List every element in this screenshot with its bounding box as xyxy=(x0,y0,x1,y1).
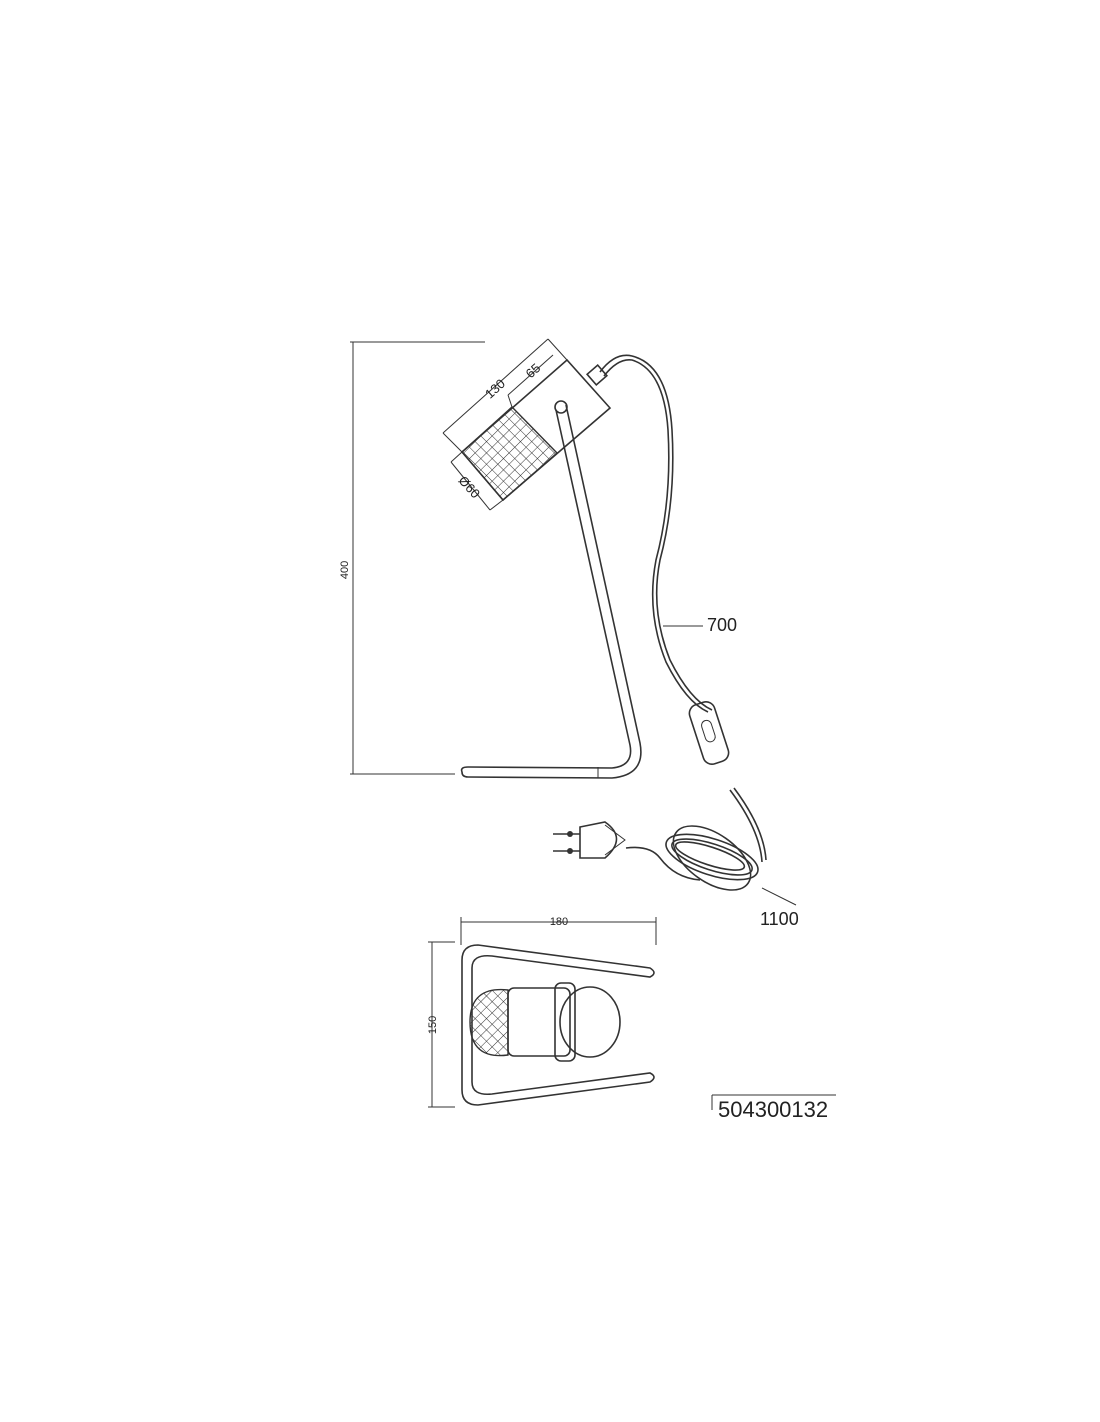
cable-coil xyxy=(665,825,759,891)
lamp-arm xyxy=(460,404,642,779)
power-cable xyxy=(553,354,767,891)
cable-connector xyxy=(585,363,609,387)
shade-length-label: 130 xyxy=(482,376,508,402)
base-depth-label: 150 xyxy=(427,1016,439,1034)
cable-700-label: 700 xyxy=(707,615,737,635)
article-number-box: 504300132 xyxy=(711,1094,836,1122)
lamp-shade xyxy=(460,358,612,502)
base-width-label: 180 xyxy=(550,916,568,928)
euro-plug xyxy=(553,821,626,859)
cable-dimensions: 700 1100 xyxy=(663,615,799,929)
height-label: 400 xyxy=(339,561,351,579)
inline-switch xyxy=(688,701,730,765)
top-view-shade-opening xyxy=(559,986,621,1058)
cable-1100-label: 1100 xyxy=(760,909,799,929)
switch-button xyxy=(701,719,716,743)
top-view-mesh xyxy=(469,988,509,1057)
article-number: 504300132 xyxy=(718,1097,828,1122)
mesh-shade xyxy=(461,406,559,501)
body-length-label: 65 xyxy=(523,360,544,381)
top-view: 180 150 xyxy=(427,916,657,1108)
height-dimension: 400 xyxy=(339,341,485,775)
